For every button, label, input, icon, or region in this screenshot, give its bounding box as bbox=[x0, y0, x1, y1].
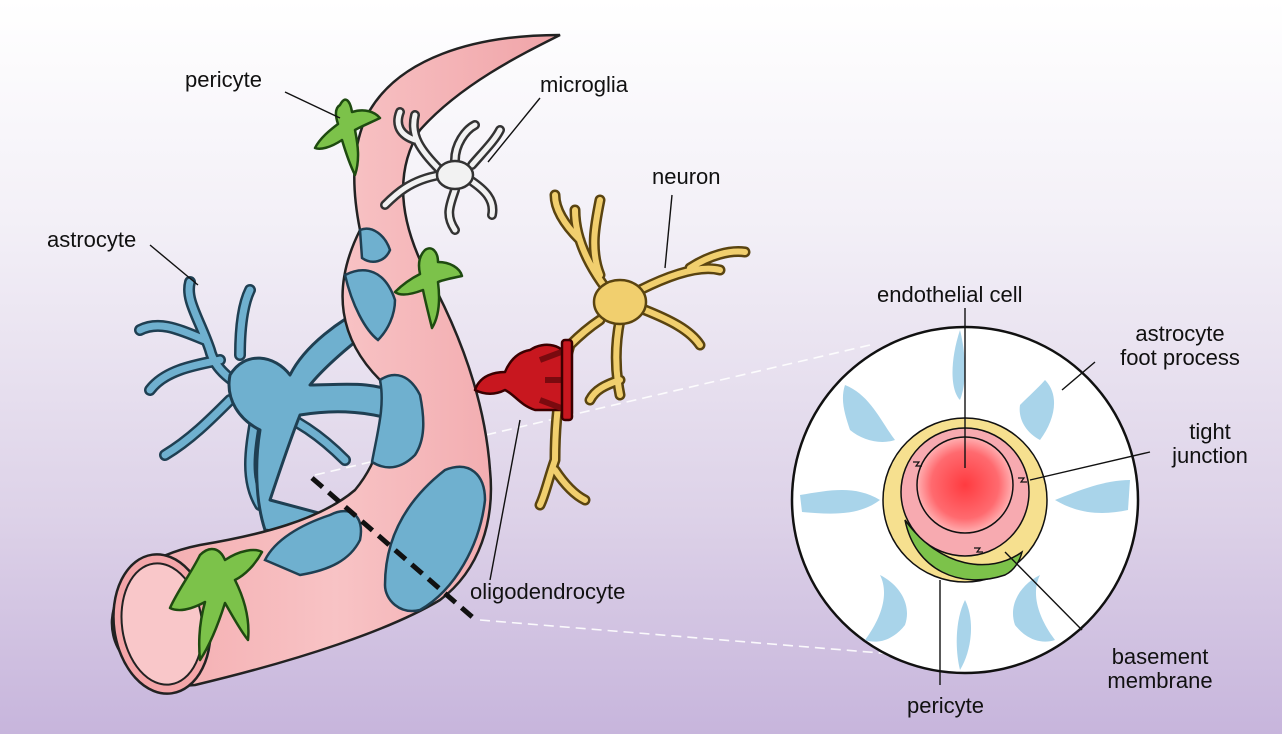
label-astrocyte: astrocyte bbox=[47, 228, 136, 252]
label-pericyte-top: pericyte bbox=[185, 68, 262, 92]
oligodendrocyte-cell bbox=[475, 340, 572, 420]
label-pericyte-bottom: pericyte bbox=[907, 694, 984, 718]
label-microglia: microglia bbox=[540, 73, 628, 97]
label-oligodendrocyte: oligodendrocyte bbox=[470, 580, 625, 604]
label-astrocyte-foot-process: astrocyte foot process bbox=[1090, 322, 1270, 370]
label-tight-junction: tight junction bbox=[1160, 420, 1260, 468]
label-basement-membrane: basement membrane bbox=[1085, 645, 1235, 693]
label-endothelial-cell: endothelial cell bbox=[877, 283, 1023, 307]
label-neuron: neuron bbox=[652, 165, 721, 189]
